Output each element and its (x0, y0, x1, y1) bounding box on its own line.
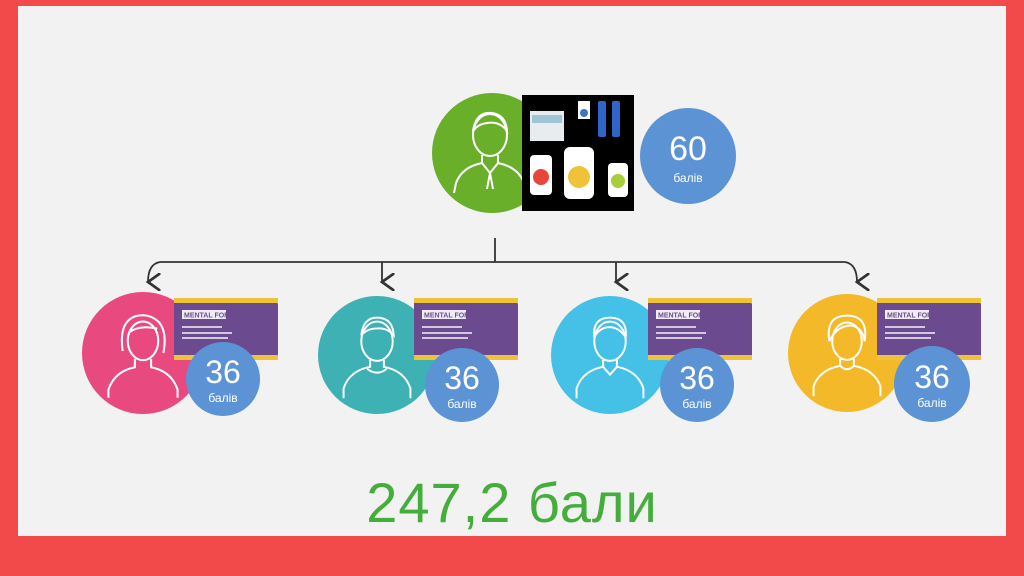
member-4-points-value: 36 (914, 359, 950, 395)
member-1-points-badge: 36 балів (186, 342, 260, 416)
slide-canvas (18, 6, 1006, 536)
connector-branch-1 (148, 261, 160, 282)
product-name: MENTAL FORCE (424, 313, 479, 320)
top-points-value: 60 (669, 130, 707, 168)
total-points: 247,2 бали (366, 471, 658, 534)
member-2-points-unit: балів (447, 397, 477, 411)
member-1-points-value: 36 (205, 354, 241, 390)
top-points-unit: балів (673, 171, 703, 185)
woman-icon (107, 314, 179, 398)
member-3-points-value: 36 (679, 360, 715, 396)
member-4-points-unit: балів (917, 396, 947, 410)
member-3-points-badge: 36 балів (660, 348, 734, 422)
woman-short-hair-icon (812, 314, 882, 397)
man-with-collar-icon (575, 316, 645, 399)
connector-branch-4 (844, 261, 857, 282)
member-2-points-badge: 36 балів (425, 348, 499, 422)
member-1-points-unit: балів (208, 391, 238, 405)
member-4-points-badge: 36 балів (894, 346, 970, 422)
member-3-points-unit: балів (682, 397, 712, 411)
product-name: MENTAL FORCE (184, 313, 239, 320)
product-set-image (522, 95, 634, 211)
man-icon (342, 316, 412, 399)
product-name: MENTAL FORCE (887, 313, 942, 320)
member-2-points-value: 36 (444, 360, 480, 396)
top-points-badge: 60 балів (640, 108, 736, 204)
product-name: MENTAL FORCE (658, 313, 713, 320)
